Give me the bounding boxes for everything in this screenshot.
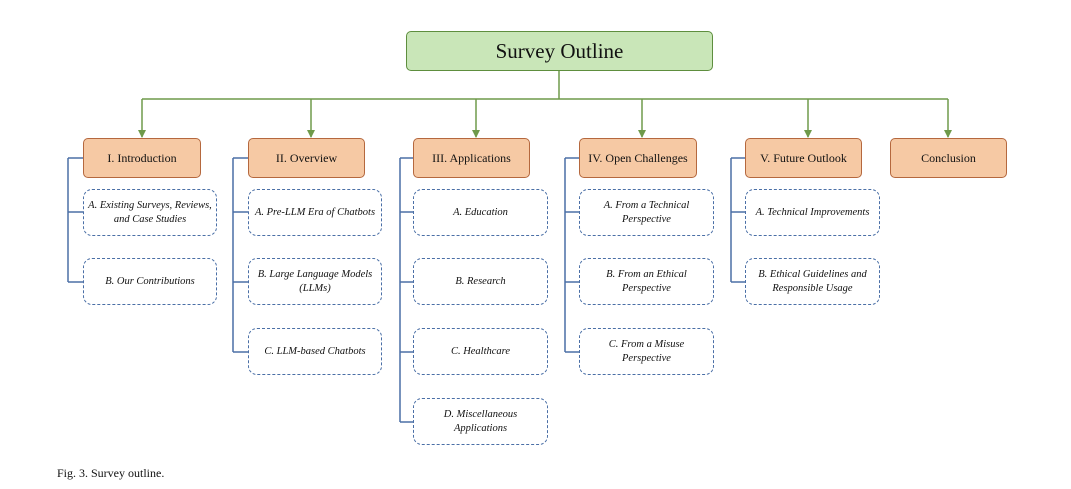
sub-llm-based-chatbots: C. LLM-based Chatbots: [248, 328, 382, 375]
section-overview: II. Overview: [248, 138, 365, 178]
sub-pre-llm-era: A. Pre-LLM Era of Chatbots: [248, 189, 382, 236]
section-future-outlook: V. Future Outlook: [745, 138, 862, 178]
sub-healthcare: C. Healthcare: [413, 328, 548, 375]
sub-technical-improvements: A. Technical Improvements: [745, 189, 880, 236]
section-conclusion: Conclusion: [890, 138, 1007, 178]
section-introduction: I. Introduction: [83, 138, 201, 178]
sub-existing-surveys: A. Existing Surveys, Reviews, and Case S…: [83, 189, 217, 236]
section-open-challenges: IV. Open Challenges: [579, 138, 697, 178]
sub-ethical-perspective: B. From an Ethical Perspective: [579, 258, 714, 305]
sub-our-contributions: B. Our Contributions: [83, 258, 217, 305]
section-applications: III. Applications: [413, 138, 530, 178]
root-node: Survey Outline: [406, 31, 713, 71]
sub-education: A. Education: [413, 189, 548, 236]
sub-large-language-models: B. Large Language Models (LLMs): [248, 258, 382, 305]
sub-miscellaneous-applications: D. Miscellaneous Applications: [413, 398, 548, 445]
sub-ethical-guidelines: B. Ethical Guidelines and Responsible Us…: [745, 258, 880, 305]
sub-research: B. Research: [413, 258, 548, 305]
sub-misuse-perspective: C. From a Misuse Perspective: [579, 328, 714, 375]
sub-technical-perspective: A. From a Technical Perspective: [579, 189, 714, 236]
figure-caption: Fig. 3. Survey outline.: [57, 466, 165, 480]
